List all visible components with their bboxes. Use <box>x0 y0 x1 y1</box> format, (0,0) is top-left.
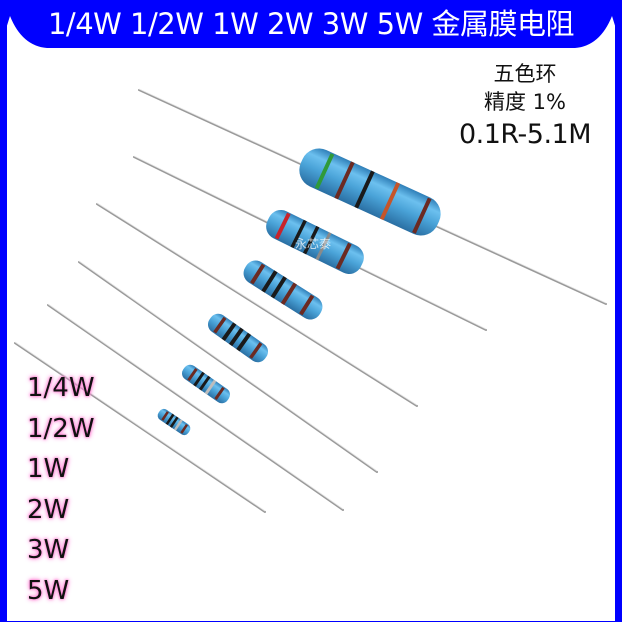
wire-quarter-w <box>14 342 266 513</box>
frame-border-right <box>615 0 622 622</box>
resistor-half-w <box>182 364 230 404</box>
watermark-2: 永芯泰 <box>295 237 331 251</box>
frame-border-left <box>0 0 7 622</box>
spec-bands: 五色环 <box>493 62 557 86</box>
banner-shape <box>0 0 622 48</box>
resistor-1w <box>207 313 269 363</box>
power-label: 2W <box>27 494 70 525</box>
watermark-1: 永芯泰 <box>312 203 348 217</box>
spec-precision: 精度 1% <box>484 90 566 114</box>
resistor-2w <box>243 260 323 320</box>
power-label: 1W <box>27 454 70 484</box>
wire-2w <box>96 203 418 407</box>
power-label: 3W <box>27 535 70 565</box>
wire-1w <box>78 261 378 473</box>
banner-title: 1/4W 1/2W 1W 2W 3W 5W 金属膜电阻 <box>47 7 575 41</box>
power-labels: 1/4W 1/2W 1W 2W 3W 5W <box>27 368 95 611</box>
resistor-3w <box>266 209 364 275</box>
wire-half-w <box>47 304 344 511</box>
spec-range: 0.1R-5.1M <box>458 119 592 150</box>
resistor-quarter-w <box>157 408 191 436</box>
spec-block: 五色环 精度 1% 0.1R-5.1M <box>430 60 620 154</box>
power-label: 5W <box>27 575 70 606</box>
power-label: 1/4W <box>27 373 95 403</box>
title-banner: 1/4W 1/2W 1W 2W 3W 5W 金属膜电阻 <box>0 0 622 48</box>
power-label: 1/2W <box>27 413 95 444</box>
resistor-5w <box>299 148 441 236</box>
